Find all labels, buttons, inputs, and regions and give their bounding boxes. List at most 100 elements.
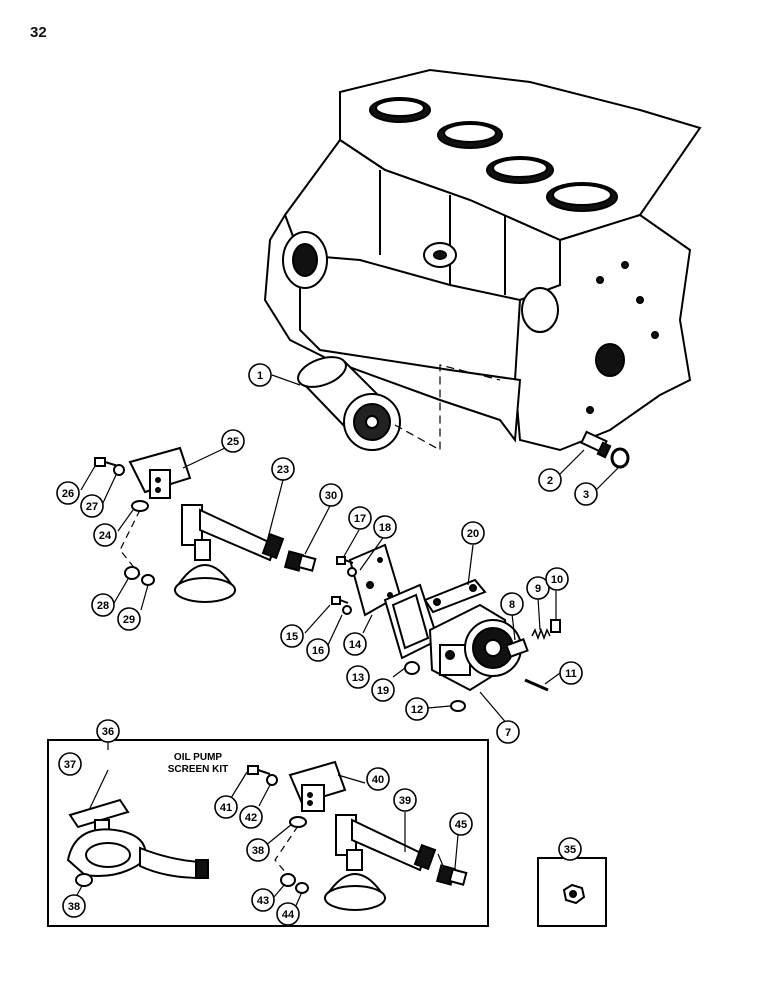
svg-text:17: 17: [354, 513, 366, 525]
callout-43: 43: [251, 888, 275, 912]
callout-28: 28: [91, 593, 115, 617]
svg-text:14: 14: [349, 639, 362, 651]
tube-connector: [283, 550, 317, 572]
svg-text:19: 19: [377, 685, 389, 697]
kit-nut-a: [75, 873, 93, 887]
callout-23: 23: [271, 457, 295, 481]
tube-leader-dashed: [119, 509, 141, 576]
svg-text:8: 8: [509, 599, 515, 611]
callout-16: 16: [306, 638, 330, 662]
kit-tube-leader-dashed: [274, 825, 299, 881]
callout-39: 39: [393, 788, 417, 812]
svg-text:28: 28: [97, 600, 109, 612]
svg-text:23: 23: [277, 464, 289, 476]
callout-45-leader: [454, 834, 459, 869]
svg-text:39: 39: [399, 795, 411, 807]
callout-29: 29: [117, 607, 141, 631]
svg-text:16: 16: [312, 645, 324, 657]
callout-38-kit-center: 38: [246, 838, 270, 862]
svg-text:41: 41: [220, 802, 232, 814]
cover-washer-top: [347, 567, 357, 577]
screen-bracket: [128, 446, 192, 499]
callout-17: 17: [348, 506, 372, 530]
svg-text:20: 20: [467, 528, 479, 540]
pump-gasket: [383, 583, 440, 660]
callout-42: 42: [239, 805, 263, 829]
svg-text:30: 30: [325, 490, 337, 502]
callout-35: 35: [558, 837, 582, 861]
callout-40: 40: [366, 767, 390, 791]
svg-text:11: 11: [565, 668, 577, 680]
svg-text:40: 40: [372, 774, 384, 786]
svg-text:37: 37: [64, 759, 76, 771]
leader-lines: [76, 374, 619, 911]
callout-1: 1: [248, 363, 272, 387]
relief-valve-cap: [550, 619, 561, 633]
callout-44: 44: [276, 902, 300, 926]
callout-41: 41: [214, 795, 238, 819]
pump-o-ring: [404, 661, 420, 675]
callout-24: 24: [93, 523, 117, 547]
pump-plug: [450, 700, 466, 712]
callout-11: 11: [559, 661, 583, 685]
svg-text:36: 36: [102, 726, 114, 738]
svg-text:25: 25: [227, 436, 239, 448]
svg-text:7: 7: [505, 727, 511, 739]
kit-bracket-bolt: [247, 765, 271, 775]
svg-text:38: 38: [252, 845, 264, 857]
callouts: 1 2 3 7 8 9 10 11 12 13 14 15 16 17 18 1…: [56, 363, 598, 926]
callout-2: 2: [538, 468, 562, 492]
kit-bracket: [288, 760, 347, 812]
filter-leader-dashed: [394, 364, 501, 452]
svg-text:35: 35: [564, 844, 576, 856]
callout-37: 37: [58, 752, 82, 776]
callout-9: 9: [526, 576, 550, 600]
svg-text:9: 9: [535, 583, 541, 595]
cover-screw-top: [336, 556, 354, 565]
bracket-lock-washer: [113, 464, 125, 476]
block-bolt: [580, 430, 612, 459]
svg-text:15: 15: [286, 631, 298, 643]
tube-nut-a: [124, 566, 140, 580]
callout-3: 3: [574, 482, 598, 506]
svg-text:26: 26: [62, 488, 74, 500]
relief-valve-spring: [531, 627, 551, 641]
kit-nut-c: [280, 873, 296, 887]
callout-36: 36: [96, 719, 120, 743]
callout-20: 20: [461, 521, 485, 545]
callout-19: 19: [371, 678, 395, 702]
svg-text:44: 44: [282, 909, 295, 921]
callout-25: 25: [221, 429, 245, 453]
cylinder-block: [263, 68, 702, 452]
svg-text:13: 13: [352, 672, 364, 684]
callout-18: 18: [373, 515, 397, 539]
svg-text:42: 42: [245, 812, 257, 824]
callout-15: 15: [280, 624, 304, 648]
pump-drive-link: [423, 578, 487, 614]
callout-45: 45: [449, 812, 473, 836]
callout-30: 30: [319, 483, 343, 507]
callout-12: 12: [405, 697, 429, 721]
block-washer: [610, 447, 630, 469]
callout-10: 10: [545, 567, 569, 591]
callout-38-kit-left: 38: [62, 894, 86, 918]
kit-title-line1: OIL PUMP: [174, 752, 222, 763]
kit-nut-b: [289, 816, 307, 828]
tube-nut-b: [141, 574, 155, 586]
svg-text:45: 45: [455, 819, 467, 831]
callout-13: 13: [346, 665, 370, 689]
svg-text:18: 18: [379, 522, 391, 534]
svg-text:2: 2: [547, 475, 553, 487]
kit-lock-washer: [266, 774, 278, 786]
bracket-bolt: [94, 457, 119, 467]
svg-text:1: 1: [257, 370, 263, 382]
callout-8: 8: [500, 592, 524, 616]
kit-nut-d: [295, 882, 309, 894]
relief-valve-plunger: [505, 638, 529, 658]
svg-text:24: 24: [99, 530, 112, 542]
kit-title-line2: SCREEN KIT: [168, 764, 229, 775]
oil-pickup-tube: [173, 504, 285, 603]
cover-lock-washer: [342, 605, 352, 615]
svg-text:10: 10: [551, 574, 563, 586]
